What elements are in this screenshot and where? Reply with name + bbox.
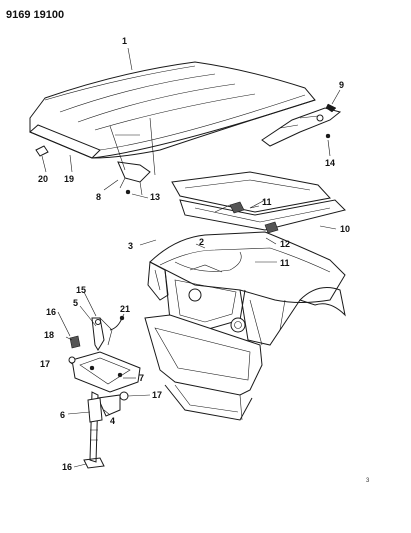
- callout-2: 2: [199, 237, 204, 247]
- hood-bumper: [35, 145, 49, 157]
- callout-5: 5: [73, 298, 78, 308]
- document-number: 9169 19100: [6, 9, 64, 21]
- callout-20: 20: [38, 174, 48, 184]
- vehicle-front-body: [147, 231, 346, 346]
- callout-19: 19: [64, 174, 74, 184]
- hood-hinge: [117, 161, 151, 196]
- callout-7: 7: [139, 373, 144, 383]
- callout-1: 1: [122, 36, 127, 46]
- callout-16a: 16: [46, 307, 56, 317]
- callout-18: 18: [44, 330, 54, 340]
- callout-labels: 1 2 3 4 5 6 7 8 9 10 11 11 12 13 14 15 1…: [38, 36, 350, 472]
- callout-15: 15: [76, 285, 86, 295]
- callout-17a: 17: [40, 359, 50, 369]
- callout-13: 13: [150, 192, 160, 202]
- hood-panel: [29, 61, 316, 176]
- callout-16b: 16: [62, 462, 72, 472]
- leader-lines: [41, 47, 341, 468]
- callout-21: 21: [120, 304, 130, 314]
- hood-latch-assembly: [68, 315, 141, 469]
- callout-11b: 11: [280, 258, 290, 268]
- front-grille-opening-panel: [144, 314, 263, 421]
- callout-6: 6: [60, 410, 65, 420]
- callout-8: 8: [96, 192, 101, 202]
- hood-inner-panel: [171, 171, 346, 234]
- callout-3: 3: [128, 241, 133, 251]
- hood-prop-rod: [261, 103, 342, 147]
- callout-17b: 17: [152, 390, 162, 400]
- corner-mark: 3: [366, 478, 370, 484]
- callout-12: 12: [280, 239, 290, 249]
- callout-11a: 11: [262, 197, 272, 207]
- callout-9: 9: [339, 80, 344, 90]
- callout-14: 14: [325, 158, 335, 168]
- callout-10: 10: [340, 224, 350, 234]
- callout-4: 4: [110, 416, 115, 426]
